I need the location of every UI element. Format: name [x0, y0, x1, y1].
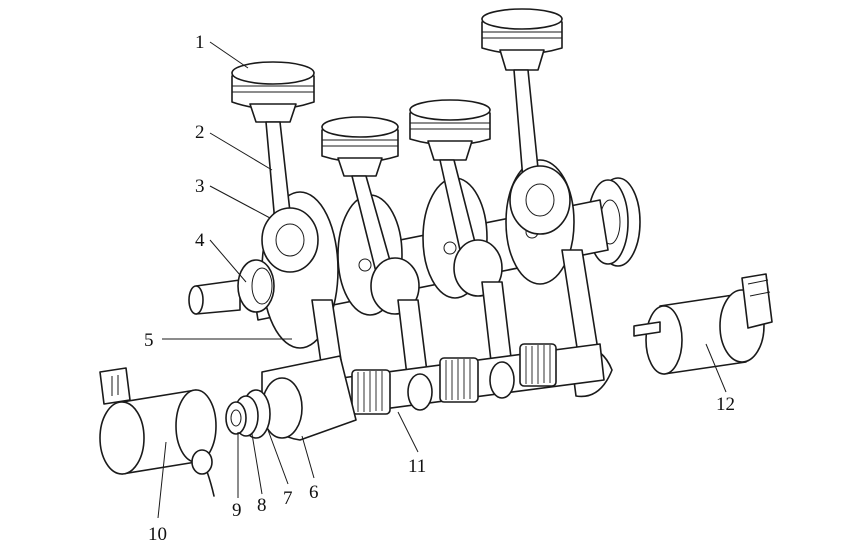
- crankshaft-front-nose: [188, 259, 275, 315]
- piston-3: [409, 99, 491, 161]
- callout-9: 9: [232, 500, 242, 521]
- connecting-rod-1: [261, 121, 319, 273]
- callout-6: 6: [309, 482, 319, 503]
- callout-7: 7: [283, 488, 293, 509]
- callout-1: 1: [195, 32, 205, 53]
- callout-labels: 1 2 3 4 5 6 7 8 9 10 11 12: [144, 32, 735, 544]
- actuator-motor-left: [99, 367, 217, 497]
- piston-2: [321, 116, 399, 177]
- gear-stack: [225, 389, 271, 439]
- piston-1: [231, 61, 315, 123]
- callout-4: 4: [195, 230, 205, 251]
- callout-5: 5: [144, 330, 154, 351]
- callout-10: 10: [148, 524, 167, 544]
- callout-2: 2: [195, 122, 205, 143]
- callout-12: 12: [716, 394, 735, 415]
- eccentric-shaft: [323, 343, 605, 423]
- drive-housing: [261, 355, 357, 441]
- callout-11: 11: [408, 456, 426, 477]
- leader-lines: [157, 41, 727, 519]
- callout-8: 8: [257, 495, 267, 516]
- actuator-motor-right: [633, 273, 773, 375]
- callout-3: 3: [195, 176, 205, 197]
- piston-4: [481, 8, 563, 71]
- connecting-rod-4: [509, 69, 571, 235]
